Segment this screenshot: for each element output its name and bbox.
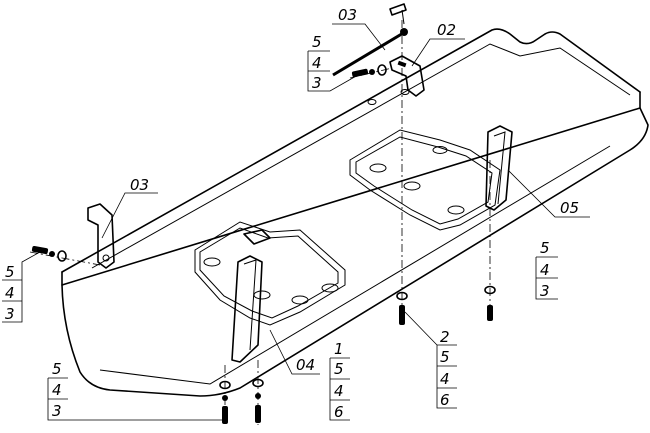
bracket-03-left — [87, 203, 115, 269]
callout-stack-center: 1 5 4 6 — [329, 340, 350, 421]
svg-text:6: 6 — [334, 403, 344, 421]
callout-03-top: 03 — [332, 6, 386, 51]
svg-text:3: 3 — [5, 305, 15, 323]
fasteners — [29, 20, 496, 425]
callout-stack-top: 5 4 3 — [307, 33, 359, 92]
svg-text:4: 4 — [52, 381, 62, 399]
svg-text:02: 02 — [437, 21, 456, 39]
svg-text:05: 05 — [560, 199, 579, 217]
callout-stack-left: 5 4 3 — [2, 251, 41, 323]
callout-stack-bottom-left: 5 4 3 — [47, 360, 222, 421]
bracket-05 — [485, 125, 513, 211]
svg-text:6: 6 — [440, 391, 450, 409]
callout-02: 02 — [411, 21, 465, 67]
svg-text:1: 1 — [334, 340, 344, 358]
svg-text:5: 5 — [52, 360, 62, 378]
svg-text:5: 5 — [312, 33, 322, 51]
svg-text:5: 5 — [540, 239, 550, 257]
callout-stack-mid: 2 5 4 6 — [404, 311, 457, 409]
svg-text:4: 4 — [540, 261, 550, 279]
callout-03-left: 03 — [101, 176, 158, 239]
svg-text:5: 5 — [5, 263, 15, 281]
callout-05: 05 — [507, 169, 590, 218]
svg-text:03: 03 — [130, 176, 149, 194]
svg-text:4: 4 — [440, 370, 450, 388]
svg-text:5: 5 — [334, 360, 344, 378]
svg-text:3: 3 — [540, 282, 550, 300]
svg-text:03: 03 — [338, 6, 357, 24]
bracket-04 — [231, 229, 271, 363]
callout-stack-right: 5 4 3 — [535, 239, 558, 300]
svg-text:4: 4 — [334, 382, 344, 400]
skid-plate-tray — [61, 28, 649, 397]
svg-text:2: 2 — [440, 328, 450, 346]
svg-text:4: 4 — [5, 284, 15, 302]
svg-text:5: 5 — [440, 348, 450, 366]
svg-text:04: 04 — [296, 356, 315, 374]
strap-03-top — [332, 3, 408, 77]
svg-text:3: 3 — [52, 402, 62, 420]
svg-text:3: 3 — [312, 74, 322, 92]
callout-04: 04 — [269, 329, 320, 375]
svg-text:4: 4 — [312, 54, 322, 72]
